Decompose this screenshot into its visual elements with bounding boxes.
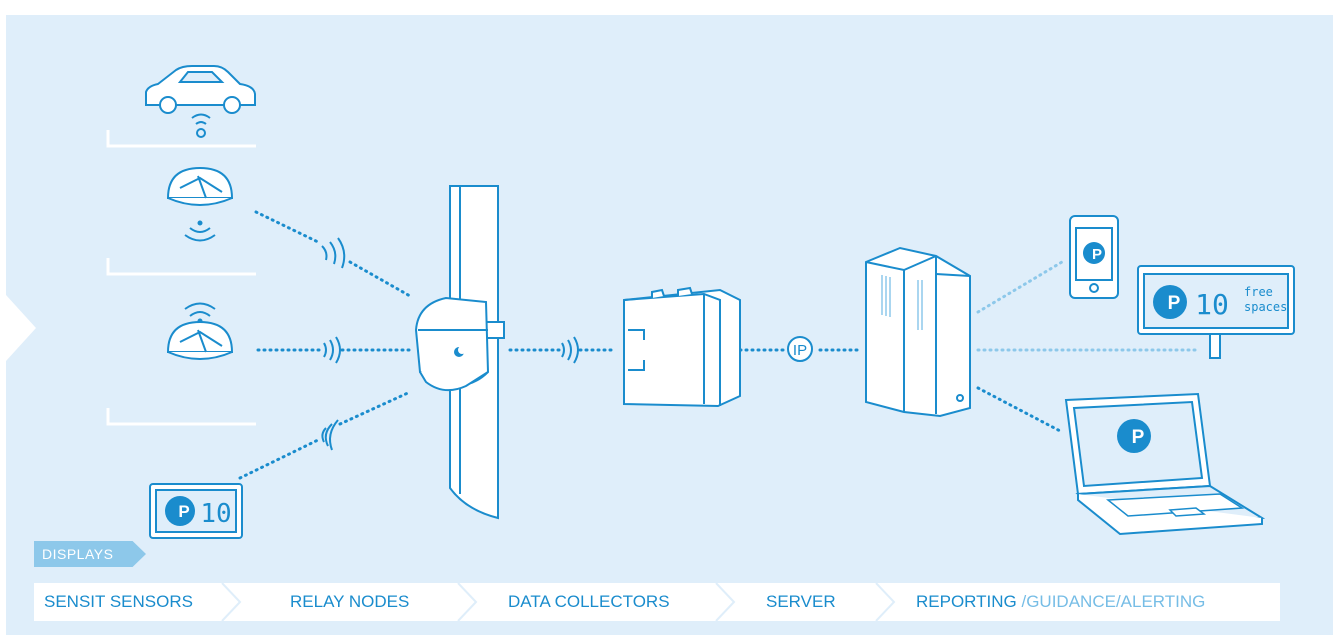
chevron-right-icon (715, 583, 736, 621)
step-label: RELAY NODES (290, 592, 410, 611)
step-sensit-sensors: SENSIT SENSORS (44, 583, 193, 621)
relay-node-icon (414, 296, 505, 392)
step-server: SERVER (766, 583, 836, 621)
displays-tag: DISPLAYS (34, 541, 146, 567)
sensor-icon (166, 166, 234, 242)
connection-lines (238, 210, 1064, 480)
displays-tag-label: DISPLAYS (42, 546, 114, 562)
step-label: REPORTING (916, 592, 1017, 611)
ip-icon: IP (787, 336, 813, 362)
svg-text:P: P (178, 502, 189, 521)
sensor-row-separators (106, 130, 256, 426)
large-display-line1: free (1244, 285, 1273, 299)
step-sublabel: /GUIDANCE/ALERTING (1016, 592, 1206, 611)
light-connection-lines (976, 260, 1198, 352)
parking-display-large-icon: P 10 free spaces (1137, 265, 1295, 359)
svg-text:P: P (1168, 293, 1181, 314)
small-display-count: 10 (200, 499, 231, 529)
data-collector-icon (623, 286, 741, 408)
large-display-line2: spaces (1244, 300, 1287, 314)
step-label: SERVER (766, 592, 836, 611)
ip-label: IP (793, 342, 807, 359)
parking-display-small-icon: P 10 (149, 483, 243, 539)
smartphone-icon: P (1069, 215, 1119, 299)
svg-text:P: P (1092, 246, 1102, 263)
chevron-right-icon (457, 583, 478, 621)
sensor-icon (166, 302, 234, 360)
step-reporting: REPORTING /GUIDANCE/ALERTING (916, 583, 1205, 621)
wireless-signal-icons (321, 237, 579, 451)
large-display-count: 10 (1195, 288, 1229, 321)
left-notch (6, 295, 36, 361)
svg-text:P: P (1132, 427, 1145, 448)
process-steps-bar: SENSIT SENSORS RELAY NODES DATA COLLECTO… (34, 583, 1280, 621)
server-icon (865, 246, 971, 418)
chevron-right-icon (221, 583, 242, 621)
car-icon (145, 65, 256, 138)
step-label: SENSIT SENSORS (44, 592, 193, 611)
step-data-collectors: DATA COLLECTORS (508, 583, 670, 621)
laptop-icon: P (1064, 392, 1266, 536)
step-label: DATA COLLECTORS (508, 592, 670, 611)
step-relay-nodes: RELAY NODES (290, 583, 409, 621)
chevron-right-icon (875, 583, 896, 621)
